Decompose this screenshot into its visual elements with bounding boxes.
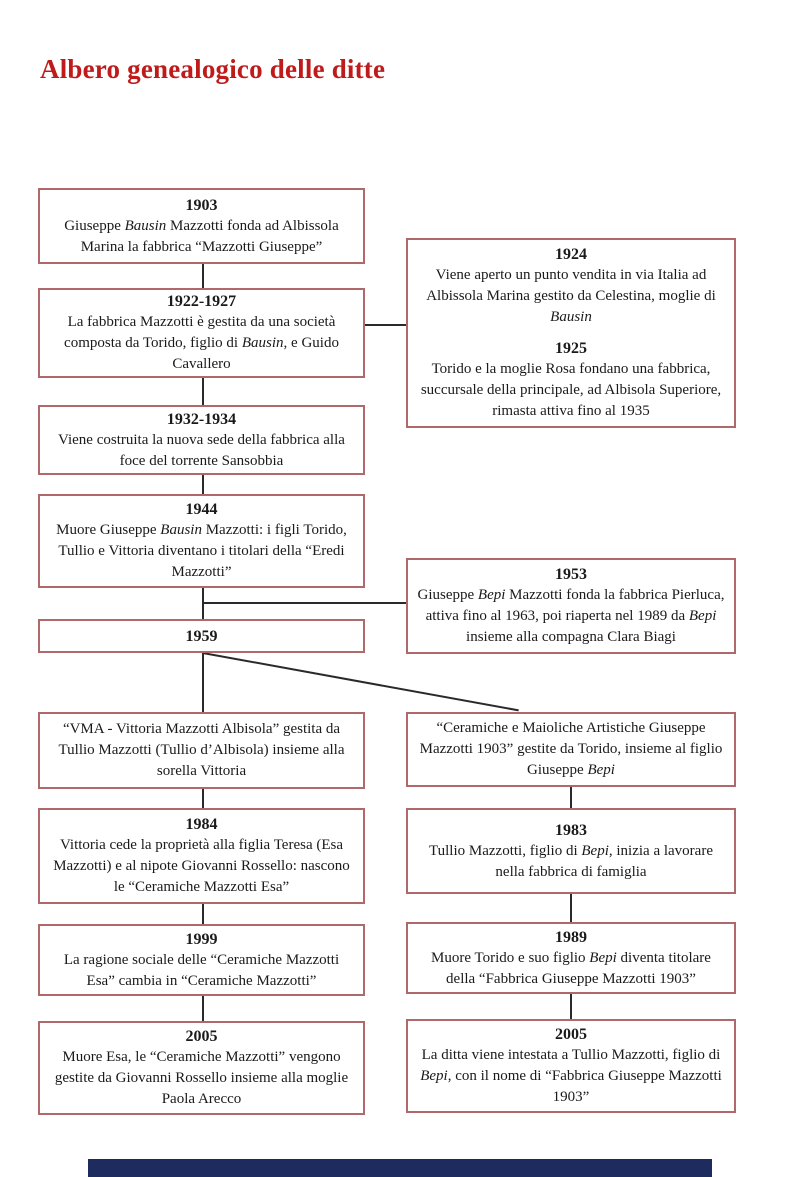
event-text: Muore Esa, le “Ceramiche Mazzotti” vengo… [54, 1049, 349, 1107]
event-box-2005-right: 2005 La ditta viene intestata a Tullio M… [406, 1019, 736, 1113]
page-title: Albero genealogico delle ditte [40, 54, 386, 84]
event-box-1999: 1999 La ragione sociale delle “Ceramiche… [38, 924, 365, 996]
event-box-1922-1927: 1922-1927 La fabbrica Mazzotti è gestita… [38, 288, 365, 378]
event-box-1984: 1984 Vittoria cede la proprietà alla fig… [38, 808, 365, 904]
event-box-1953: 1953 Giuseppe Bepi Mazzotti fonda la fab… [406, 558, 736, 654]
event-box-1989: 1989 Muore Torido e suo figlio Bepi dive… [406, 922, 736, 994]
connector-horizontal [202, 602, 406, 604]
event-date: 1925 [555, 340, 587, 357]
connector-vertical [202, 996, 204, 1021]
connector-vertical [202, 475, 204, 494]
event-date: 1984 [185, 816, 218, 833]
connector-vertical [202, 264, 204, 288]
event-date: 1903 [185, 196, 218, 214]
event-text: Giuseppe Bepi Mazzotti fonda la fabbrica… [417, 587, 725, 645]
connector-vertical [202, 789, 204, 808]
event-box-vma: “VMA - Vittoria Mazzotti Albisola” gesti… [38, 712, 365, 789]
event-text: Viene aperto un punto vendita in via Ita… [426, 267, 716, 325]
event-text: La ditta viene intestata a Tullio Mazzot… [420, 1047, 722, 1105]
event-text: Torido e la moglie Rosa fondano una fabb… [420, 361, 722, 419]
event-box-1932-1934: 1932-1934 Viene costruita la nuova sede … [38, 405, 365, 475]
event-date: 1932-1934 [166, 410, 237, 428]
event-text: La ragione sociale delle “Ceramiche Mazz… [63, 951, 340, 989]
event-text: Giuseppe Bausin Mazzotti fonda ad Albiss… [64, 217, 339, 255]
event-box-1959: 1959 [38, 619, 365, 653]
event-box-1944: 1944 Muore Giuseppe Bausin Mazzotti: i f… [38, 494, 365, 588]
event-date: 2005 [185, 1028, 218, 1045]
event-date: 1989 [555, 928, 587, 946]
connector-vertical [202, 904, 204, 924]
event-text: Muore Torido e suo figlio Bepi diventa t… [431, 949, 711, 987]
connector-diagonal [202, 652, 519, 712]
connector-horizontal [365, 324, 406, 326]
event-text: Muore Giuseppe Bausin Mazzotti: i figli … [56, 522, 347, 580]
event-text: Viene costruita la nuova sede della fabb… [58, 431, 345, 469]
event-text: La fabbrica Mazzotti è gestita da una so… [64, 314, 339, 372]
event-box-1903: 1903 Giuseppe Bausin Mazzotti fonda ad A… [38, 188, 365, 264]
event-date: 2005 [555, 1026, 587, 1043]
event-date: 1959 [185, 627, 218, 645]
event-date: 1983 [555, 821, 587, 839]
connector-vertical [570, 994, 572, 1019]
event-section-1925: 1925 Torido e la moglie Rosa fondano una… [417, 338, 725, 422]
connector-vertical [202, 653, 204, 712]
event-section-1924: 1924 Viene aperto un punto vendita in vi… [417, 244, 725, 328]
event-text: Tullio Mazzotti, figlio di Bepi, inizia … [429, 842, 713, 880]
connector-vertical [570, 787, 572, 808]
event-text: “VMA - Vittoria Mazzotti Albisola” gesti… [58, 721, 345, 779]
bottom-bar [88, 1159, 712, 1177]
event-text: “Ceramiche e Maioliche Artistiche Giusep… [419, 720, 723, 778]
event-date: 1922-1927 [166, 293, 237, 310]
event-box-2005-left: 2005 Muore Esa, le “Ceramiche Mazzotti” … [38, 1021, 365, 1115]
event-text: Vittoria cede la proprietà alla figlia T… [53, 837, 350, 895]
connector-vertical [202, 378, 204, 405]
event-box-1983: 1983 Tullio Mazzotti, figlio di Bepi, in… [406, 808, 736, 894]
event-date: 1944 [185, 501, 218, 518]
event-date: 1924 [555, 246, 587, 263]
event-date: 1999 [185, 930, 218, 948]
event-box-ceramiche-maioliche: “Ceramiche e Maioliche Artistiche Giusep… [406, 712, 736, 787]
event-date: 1953 [555, 566, 587, 583]
event-box-1924-1925: 1924 Viene aperto un punto vendita in vi… [406, 238, 736, 428]
connector-vertical [570, 894, 572, 922]
